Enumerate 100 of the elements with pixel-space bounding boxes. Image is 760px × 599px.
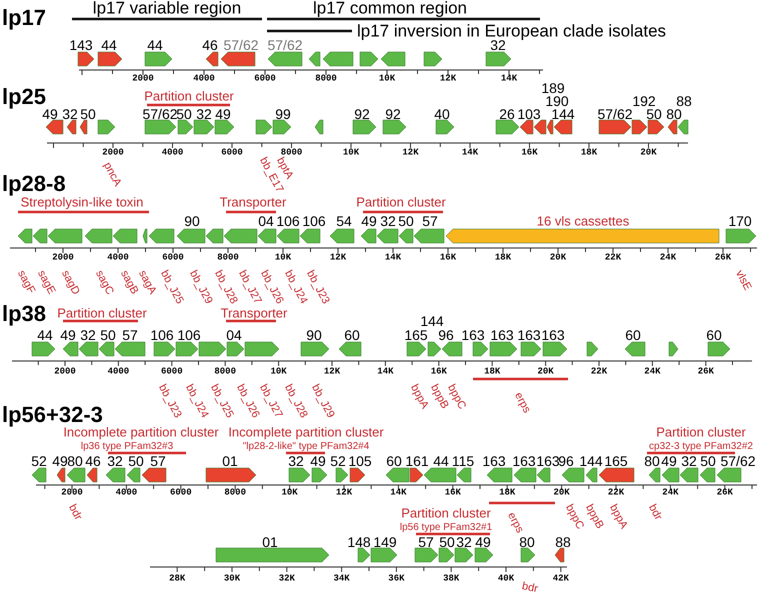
gene-number: 50 [176, 107, 192, 121]
gene-number: 165 [404, 328, 428, 342]
tick-label: 4000 [193, 74, 215, 84]
gene-number: 60 [344, 328, 360, 342]
region-sublabel: "lp28-2-like" type PFam32#4 [242, 442, 370, 452]
tick-label: 22K [590, 368, 608, 376]
gene-number: 163 [461, 328, 485, 342]
track-title: lp38 [2, 303, 46, 325]
gene-number: 163 [482, 454, 506, 468]
tick-label: 26K [714, 254, 732, 262]
gene-number: 32 [681, 454, 697, 468]
tick-label: 2000 [132, 74, 154, 84]
tick-label: 2000 [61, 488, 83, 498]
gene-number: 44 [433, 454, 449, 468]
gene-number: 60 [386, 454, 402, 468]
gene-number: 57 [150, 454, 166, 468]
gene-number: 04 [258, 214, 274, 228]
gene-name: sagC [93, 268, 115, 297]
tick-label: 42K [552, 574, 569, 584]
tick-label: 18K [499, 488, 516, 498]
tick-label: 16K [444, 488, 461, 498]
gene-name: bppA [408, 382, 430, 411]
tick-label: 20K [554, 488, 570, 498]
gene-number: 161 [405, 454, 429, 468]
tick-label: 18K [484, 368, 500, 376]
tick-label: 14K [390, 488, 406, 498]
gene-number: 50 [128, 454, 144, 468]
gene-number: 40 [434, 107, 450, 121]
region-label: Incomplete partition cluster [228, 426, 384, 438]
gene-number: 96 [438, 328, 454, 342]
gene-number: 49 [42, 107, 58, 121]
tick-label: 20K [640, 148, 657, 158]
gene-number: 52 [31, 454, 47, 468]
tick-label: 6000 [221, 148, 243, 158]
tick-label: 12K [336, 488, 352, 498]
gene-number: 32 [380, 214, 396, 228]
gene-number: 50 [439, 535, 455, 549]
gene-number: 49 [361, 214, 377, 228]
gene-number: 163 [541, 328, 565, 342]
gene-number: 105 [348, 454, 372, 468]
region-label: lp17 common region [312, 0, 468, 16]
gene-number: 192 [632, 94, 656, 108]
tick-label: 2000 [52, 254, 74, 262]
gene-number: 57 [422, 214, 438, 228]
tick-label: 22K [608, 488, 624, 498]
track-title: lp25 [2, 86, 46, 108]
tick-label: 12K [330, 254, 346, 262]
gene-name: sagE [35, 268, 57, 296]
gene-number: 32 [490, 38, 506, 52]
tick-label: 8000 [214, 368, 236, 376]
gene-number: 50 [700, 454, 716, 468]
gene-number: 50 [100, 328, 116, 342]
gene-number: 49 [475, 535, 491, 549]
region-label: Partition cluster [656, 426, 746, 438]
gene-number: 190 [545, 94, 569, 108]
region-label: Partition cluster [57, 306, 147, 320]
tick-label: 24K [660, 254, 676, 262]
gene-number: 44 [147, 38, 163, 52]
gene-name: sagF [15, 268, 36, 296]
gene-number: 163 [517, 328, 541, 342]
gene-name: bdr [646, 502, 664, 522]
gene-number: 106 [177, 328, 201, 342]
gene-number: 144 [420, 314, 444, 328]
gene-number: 170 [728, 214, 752, 228]
gene-number: 46 [202, 38, 218, 52]
tick-label: 10K [270, 368, 287, 376]
tick-label: 38K [443, 574, 460, 584]
gene-number: 57/62 [223, 38, 259, 52]
gene-name: sagB [118, 268, 140, 296]
gene-number: 80 [67, 454, 83, 468]
gene-number: 04 [226, 328, 242, 342]
tick-label: 28K [169, 574, 186, 584]
tick-label: 14K [500, 74, 518, 84]
gene-number: 26 [499, 107, 515, 121]
track-title: lp28-8 [2, 173, 66, 195]
tick-label: 24K [662, 488, 678, 498]
gene-number: 57 [122, 328, 138, 342]
tick-label: 4000 [107, 254, 129, 262]
gene-number: 57/62 [267, 38, 303, 52]
gene-number: 32 [80, 328, 96, 342]
gene-number: 143 [69, 38, 93, 52]
region-sublabel: lp36 type PFam32#3 [80, 442, 174, 452]
tick-label: 30K [224, 574, 240, 584]
gene-number: 144 [579, 454, 603, 468]
gene-name: bppC [563, 502, 586, 532]
gene-number: 32 [288, 454, 304, 468]
gene-number: 106 [150, 328, 174, 342]
gene-number: 163 [490, 328, 514, 342]
tick-label: 18K [580, 148, 598, 158]
gene-number: 80 [519, 535, 535, 549]
tick-label: 20K [538, 368, 554, 376]
gene-name: bdr [66, 502, 84, 522]
gene-number: 163 [512, 454, 536, 468]
tick-label: 34K [334, 574, 350, 584]
region-label: Transporter [220, 196, 286, 208]
tick-label: 16K [430, 368, 447, 376]
gene-name: erps [505, 510, 525, 535]
gene-number: 57/62 [142, 107, 178, 121]
track-title: lp17 [2, 7, 46, 29]
tick-label: 32K [278, 574, 295, 584]
